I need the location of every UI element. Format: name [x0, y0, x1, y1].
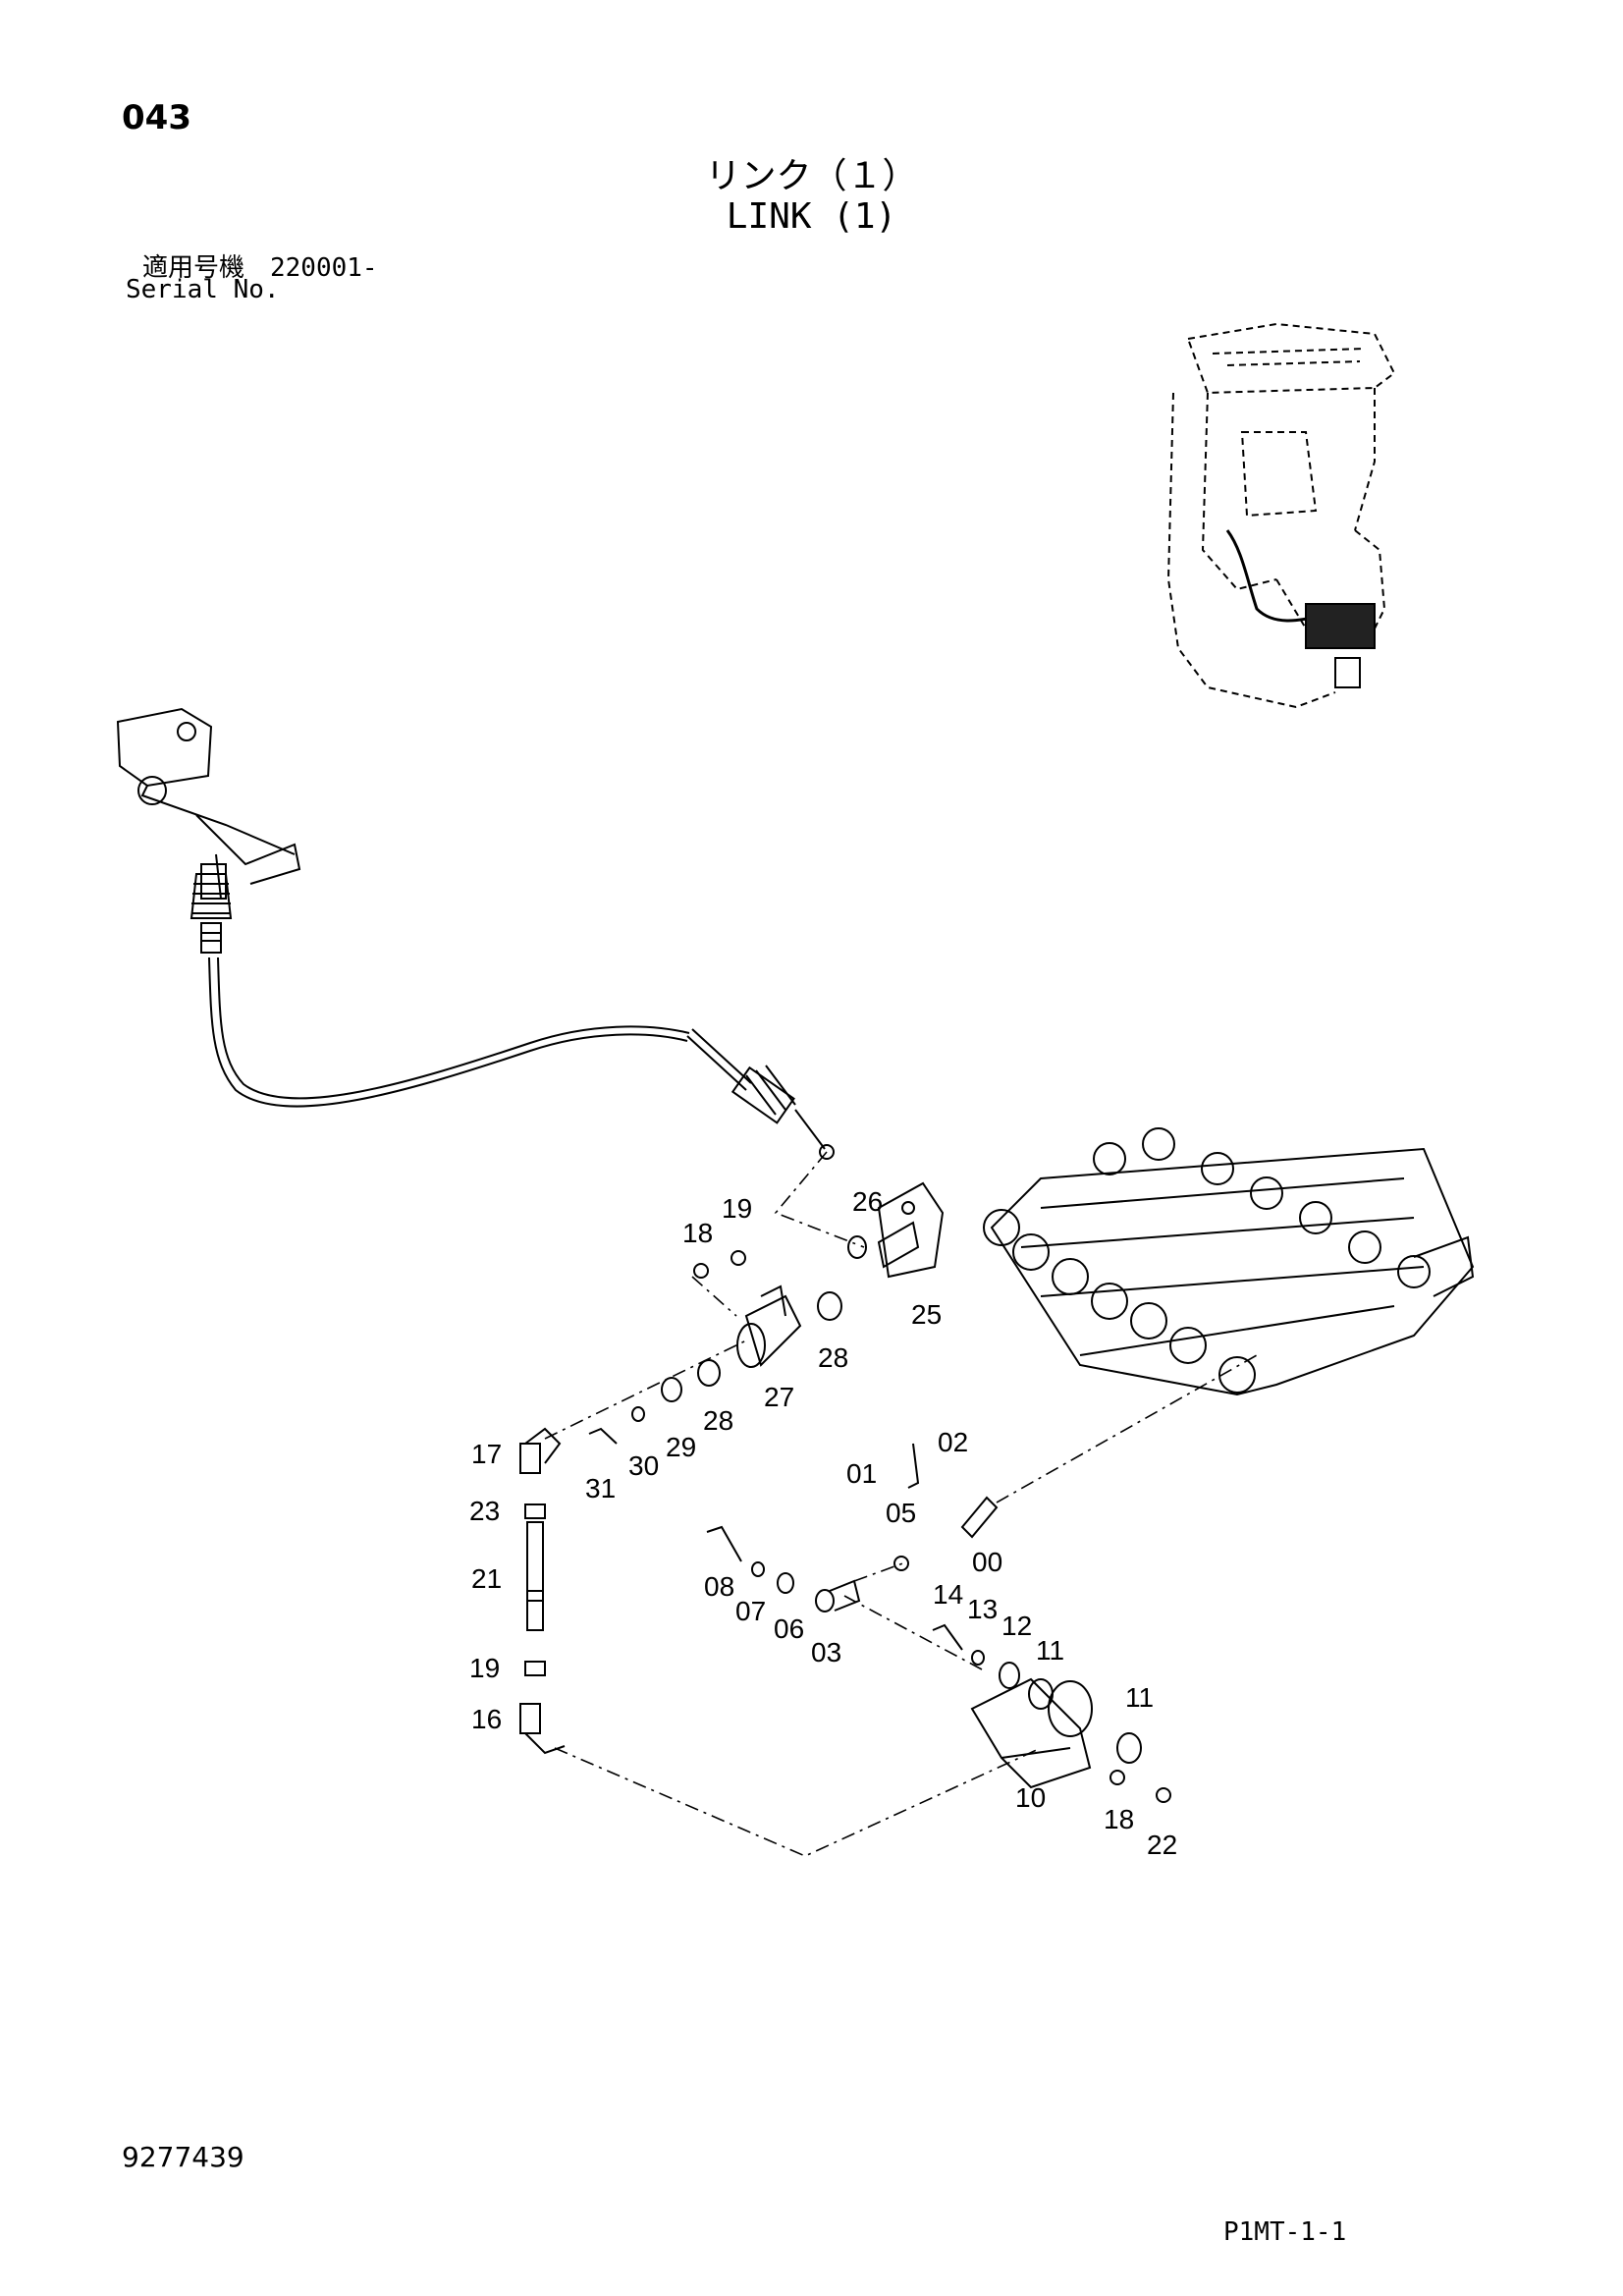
washers-06-07-08	[706, 1525, 794, 1594]
callout-12: 12	[1001, 1611, 1032, 1641]
callout-29: 29	[666, 1432, 696, 1462]
callout-06: 06	[774, 1613, 804, 1644]
page-number: 043	[122, 98, 191, 137]
bushing-28-lower	[697, 1359, 721, 1387]
callout-23: 23	[469, 1496, 500, 1526]
callout-08: 08	[704, 1571, 734, 1602]
callout-16: 16	[471, 1704, 502, 1734]
callout-05: 05	[886, 1498, 916, 1528]
page-code: P1MT-1-1	[1223, 2217, 1347, 2247]
washer-13	[971, 1650, 985, 1666]
serial-label-english: Serial No.	[126, 275, 280, 304]
rod-end-17	[519, 1427, 562, 1474]
assembly-leaders	[544, 1151, 1258, 1857]
nut-23	[524, 1503, 546, 1519]
control-cable	[208, 957, 835, 1160]
callout-07: 07	[735, 1596, 766, 1626]
washer-29	[661, 1377, 682, 1402]
callout-01: 01	[846, 1458, 877, 1489]
nut-19-lower	[524, 1661, 546, 1676]
title-english: LINK (1)	[726, 196, 897, 237]
collar-11-upper	[1028, 1678, 1054, 1710]
document-number: 9277439	[122, 2141, 244, 2173]
callout-31: 31	[585, 1473, 616, 1503]
nuts-18-22-lower	[1109, 1770, 1171, 1803]
callout-28-lower: 28	[703, 1405, 733, 1436]
callout-22: 22	[1147, 1830, 1177, 1860]
lever-boot	[189, 873, 233, 954]
collar-11-lower	[1116, 1732, 1142, 1764]
callout-28-upper: 28	[818, 1342, 848, 1373]
washer-12	[999, 1662, 1020, 1689]
machine-overview-illustration	[1166, 322, 1396, 709]
rod-21	[526, 1521, 544, 1631]
overview-valve-block	[1305, 603, 1376, 688]
callout-26: 26	[852, 1186, 883, 1217]
pin-01-02	[907, 1443, 920, 1489]
bracket-25	[877, 1181, 945, 1279]
callout-30: 30	[628, 1450, 659, 1481]
callout-19-lower: 19	[469, 1653, 500, 1683]
callout-21: 21	[471, 1563, 502, 1594]
callout-03: 03	[811, 1637, 841, 1667]
washer-30	[631, 1406, 645, 1422]
callout-11-lower: 11	[1125, 1682, 1154, 1713]
callout-00: 00	[972, 1547, 1002, 1577]
callout-11-upper: 11	[1036, 1635, 1064, 1666]
bushing-28-upper	[817, 1291, 842, 1321]
callout-25: 25	[911, 1299, 942, 1330]
rod-end-03	[815, 1579, 861, 1613]
lever-27	[736, 1285, 802, 1368]
rod-end-16	[519, 1703, 566, 1755]
callout-18-lower: 18	[1104, 1804, 1134, 1834]
control-valve-illustration	[983, 1127, 1475, 1396]
pin-26	[847, 1235, 867, 1259]
callout-18-upper: 18	[682, 1218, 713, 1248]
lever-00	[960, 1496, 999, 1539]
callout-14: 14	[933, 1579, 963, 1610]
callout-10: 10	[1015, 1782, 1046, 1813]
callout-19-upper: 19	[722, 1193, 752, 1224]
serial-range-japanese: 適用号機 220001-	[142, 253, 378, 283]
nut-05	[893, 1556, 909, 1571]
nuts-18-19-upper	[693, 1250, 746, 1279]
bolt-14	[932, 1623, 963, 1651]
callout-02: 02	[938, 1427, 968, 1457]
callout-17: 17	[471, 1439, 502, 1469]
operator-lever-illustration	[116, 707, 301, 900]
title-japanese: リンク（１）	[705, 156, 918, 196]
bolt-31	[588, 1427, 618, 1445]
bracket-10	[970, 1677, 1093, 1789]
callout-13: 13	[967, 1594, 998, 1624]
callout-27: 27	[764, 1382, 794, 1412]
part-callouts: 19 18 26 25 28 27 28 29 30 31 17 23 21 1…	[469, 1186, 1177, 1860]
